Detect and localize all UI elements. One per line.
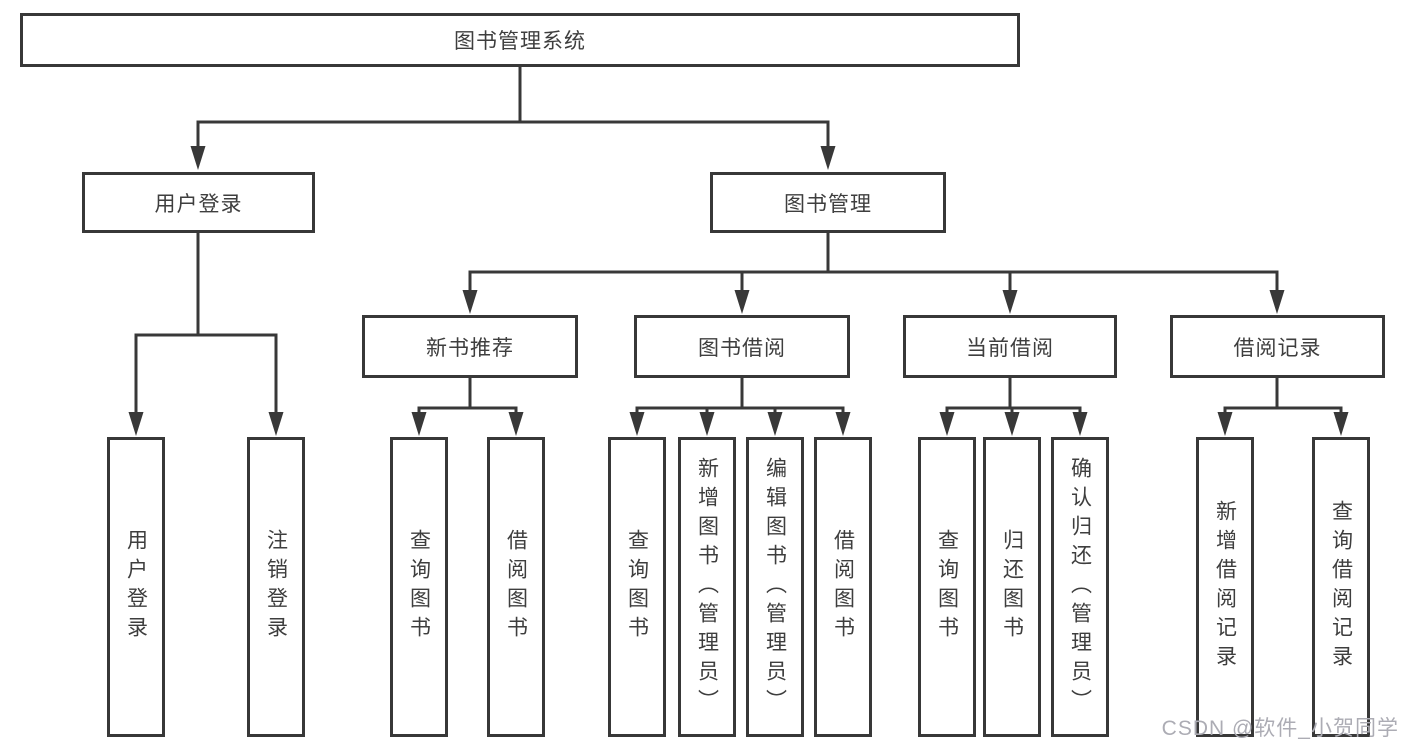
leaf-return-books: 归还图书 [983,437,1041,737]
leaf-search-books-borrowing: 查询图书 [608,437,666,737]
leaf-search-books-current: 查询图书 [918,437,976,737]
leaf-add-books-admin: 新增图书（管理员） [678,437,736,737]
node-new-book-recommend: 新书推荐 [362,315,578,378]
leaf-search-borrow-record: 查询借阅记录 [1312,437,1370,737]
node-root-system: 图书管理系统 [20,13,1020,67]
node-book-borrowing: 图书借阅 [634,315,850,378]
leaf-edit-books-admin: 编辑图书（管理员） [746,437,804,737]
leaf-confirm-return-admin: 确认归还（管理员） [1051,437,1109,737]
leaf-logout: 注销登录 [247,437,305,737]
node-current-borrowing: 当前借阅 [903,315,1117,378]
node-book-management: 图书管理 [710,172,946,233]
node-borrowing-records: 借阅记录 [1170,315,1385,378]
csdn-watermark: CSDN @软件_小贺同学 [1161,717,1399,740]
leaf-search-books-recommend: 查询图书 [390,437,448,737]
leaf-user-login: 用户登录 [107,437,165,737]
leaf-add-borrow-record: 新增借阅记录 [1196,437,1254,737]
node-user-login: 用户登录 [82,172,315,233]
leaf-borrow-books: 借阅图书 [814,437,872,737]
leaf-borrow-books-recommend: 借阅图书 [487,437,545,737]
